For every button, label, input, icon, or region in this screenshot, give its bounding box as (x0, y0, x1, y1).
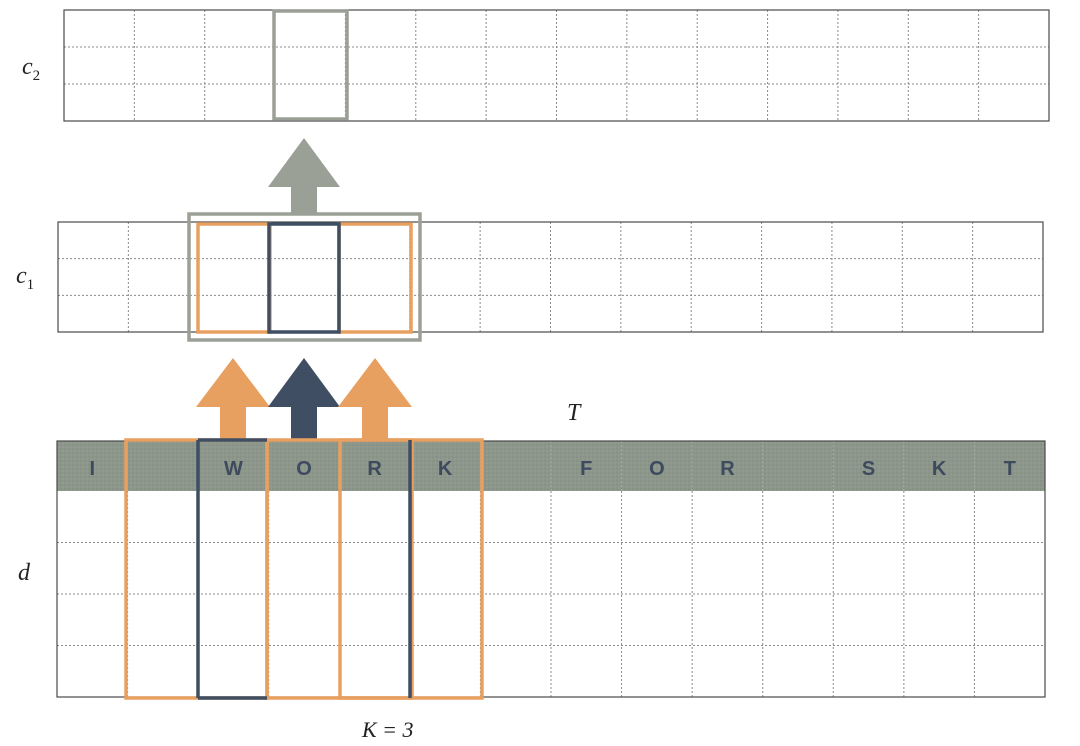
token-cell: O (296, 458, 312, 480)
up-arrow-gray (268, 138, 340, 215)
token-cell: S (862, 458, 875, 480)
grid-frame (63, 9, 1050, 122)
token-cell: R (367, 458, 382, 480)
c2-layer: c2 (22, 9, 1050, 122)
c1-orange-box-right (337, 222, 413, 334)
c1-label: c1 (16, 263, 34, 293)
grid-frame (56, 440, 1046, 698)
token-cell: K (438, 458, 453, 480)
token-cell: F (580, 458, 592, 480)
grid-frame (57, 221, 1044, 333)
c2-highlight-box (272, 9, 349, 121)
d-layer: I W O R K F O R S K T d (18, 438, 1046, 700)
token-cell: I (90, 458, 96, 480)
token-cell: O (649, 458, 665, 480)
d-label: d (18, 560, 31, 586)
token-cell: R (720, 458, 735, 480)
token-cell: T (1004, 458, 1016, 480)
c1-layer: c1 (16, 212, 1044, 342)
c2-grid (63, 9, 1050, 122)
K-label: K = 3 (361, 717, 414, 742)
up-arrow-navy (268, 358, 340, 440)
c1-grid (57, 221, 1044, 333)
c1-orange-box-left (196, 222, 272, 334)
c1-kernel-box-gray (187, 212, 422, 342)
up-arrow-orange-left (196, 358, 270, 440)
c2-label: c2 (22, 54, 40, 84)
up-arrow-orange-right (338, 358, 412, 440)
token-cell: W (224, 458, 243, 480)
token-cell: K (932, 458, 947, 480)
d-orange-window-middle (265, 438, 414, 700)
c1-navy-box (267, 222, 341, 334)
T-label: T (567, 400, 582, 426)
d-grid (56, 440, 1046, 698)
